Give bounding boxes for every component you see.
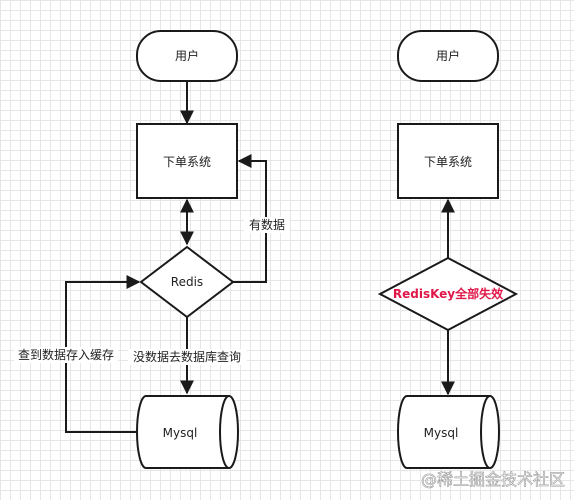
edge-label-store-cache: 查到数据存入缓存 — [18, 347, 114, 362]
right-user-label: 用户 — [436, 48, 460, 63]
edge-label-has-data: 有数据 — [249, 217, 285, 232]
left-mysql-label: Mysql — [163, 426, 198, 440]
left-order-system-node — [136, 123, 238, 199]
left-order-system-label: 下单系统 — [163, 155, 211, 169]
left-redis-label: Redis — [171, 275, 203, 289]
right-mysql-label: Mysql — [424, 426, 459, 440]
right-rediskey-label: RedisKey全部失效 — [393, 286, 504, 301]
right-mysql-node — [397, 395, 500, 469]
right-user-node — [397, 30, 499, 82]
right-order-system-node — [397, 123, 499, 199]
left-mysql-node — [136, 395, 239, 469]
right-order-system-label: 下单系统 — [424, 155, 472, 169]
edge-label-no-data: 没数据去数据库查询 — [133, 349, 241, 364]
watermark: @稀土掘金技术社区 — [421, 470, 565, 489]
left-user-label: 用户 — [175, 48, 199, 63]
